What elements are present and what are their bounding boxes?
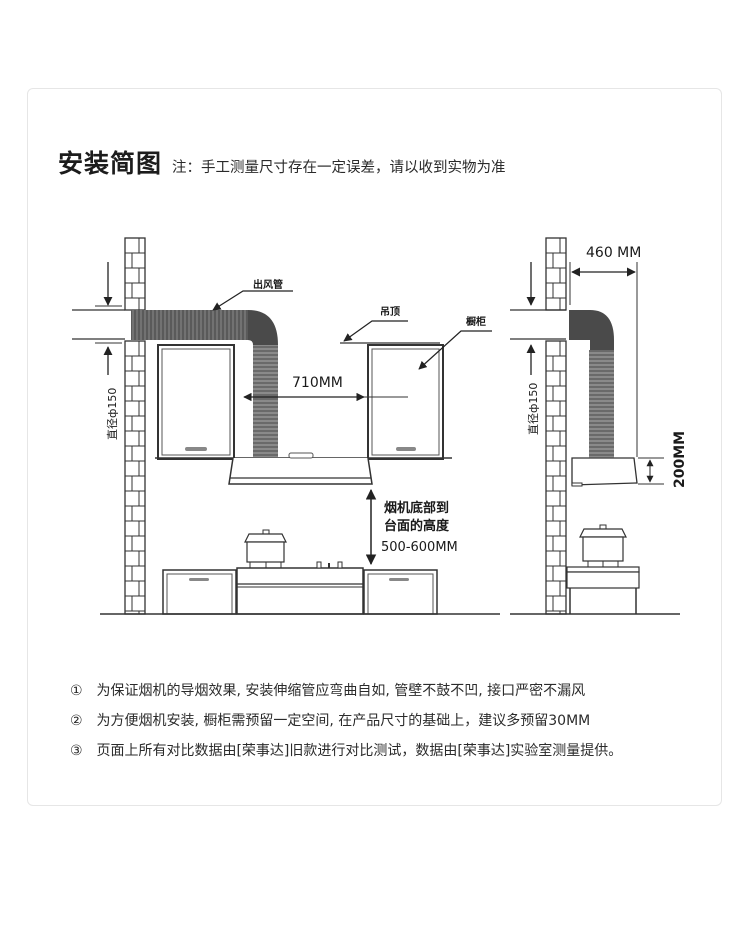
range-hood	[155, 452, 452, 485]
wall-segment	[124, 237, 146, 311]
ceiling-label-arrow	[343, 320, 408, 342]
cooking-pot	[244, 529, 287, 568]
left-cabinet-handle	[185, 447, 207, 451]
hood-height-label-2: 台面的高度	[384, 518, 450, 534]
hood-height-label-3: 500-600MM	[381, 540, 458, 555]
duct-elbow	[248, 310, 278, 345]
front-view: 直径ф150 出风管 710MM 吊顶 橱柜	[72, 237, 500, 615]
note-number: ①	[70, 683, 83, 699]
cabinet-label: 橱柜	[466, 315, 486, 328]
left-cabinet-door	[161, 348, 231, 456]
note-text: 为保证烟机的导烟效果, 安装伸缩管应弯曲自如, 管壁不鼓不凹, 接口严密不漏风	[96, 683, 586, 699]
note-number: ②	[70, 713, 83, 729]
kitchen-counter	[162, 561, 438, 615]
duct-label: 出风管	[253, 278, 283, 291]
side-duct-vertical	[589, 350, 614, 458]
brick-wall-side	[545, 237, 567, 615]
note-item: ② 为方便烟机安装, 橱柜需预留一定空间, 在产品尺寸的基础上，建议多预留30M…	[70, 710, 622, 740]
brick-wall	[124, 237, 146, 615]
measurement-note: 注：手工测量尺寸存在一定误差，请以收到实物为准	[172, 160, 506, 176]
cabinet-gap-label: 710MM	[292, 375, 343, 391]
wall-segment	[545, 340, 567, 615]
depth-label: 460 MM	[586, 245, 641, 261]
notes-list: ① 为保证烟机的导烟效果, 安装伸缩管应弯曲自如, 管壁不鼓不凹, 接口严密不漏…	[70, 680, 622, 770]
duct-vertical	[253, 345, 278, 457]
note-item: ③ 页面上所有对比数据由[荣事达]旧款进行对比测试，数据由[荣事达]实验室测量提…	[70, 740, 622, 770]
hood-height-label: 200MM	[672, 431, 688, 488]
cabinet-label-arrow	[418, 330, 492, 370]
wall-segment	[124, 340, 146, 615]
right-cabinet	[367, 344, 444, 460]
note-text: 为方便烟机安装, 橱柜需预留一定空间, 在产品尺寸的基础上，建议多预留30MM	[96, 713, 591, 729]
note-number: ③	[70, 743, 83, 759]
side-hood-lip	[571, 482, 583, 487]
ceiling-label: 吊顶	[380, 306, 400, 318]
side-duct-elbow	[569, 310, 614, 350]
right-cabinet-door	[371, 348, 440, 456]
note-item: ① 为保证烟机的导烟效果, 安装伸缩管应弯曲自如, 管壁不鼓不凹, 接口严密不漏…	[70, 680, 622, 710]
left-cabinet	[157, 344, 235, 460]
side-duct-diameter-label: 直径ф150	[526, 383, 540, 435]
duct-horizontal	[131, 310, 248, 340]
page-title: 安装简图	[58, 149, 163, 178]
side-hood	[571, 457, 638, 486]
note-text: 页面上所有对比数据由[荣事达]旧款进行对比测试，数据由[荣事达]实验室测量提供。	[96, 743, 623, 759]
right-cabinet-handle	[396, 447, 416, 451]
side-cooking-pot	[579, 524, 627, 568]
wall-segment	[545, 237, 567, 311]
side-view: 直径ф150 460 MM 200MM	[510, 237, 688, 615]
side-counter	[566, 566, 640, 614]
hood-height-label-1: 烟机底部到	[384, 500, 449, 516]
duct-diameter-label: 直径ф150	[105, 388, 119, 440]
header: 安装简图 注：手工测量尺寸存在一定误差，请以收到实物为准	[58, 144, 506, 180]
duct-label-arrow	[212, 290, 293, 311]
